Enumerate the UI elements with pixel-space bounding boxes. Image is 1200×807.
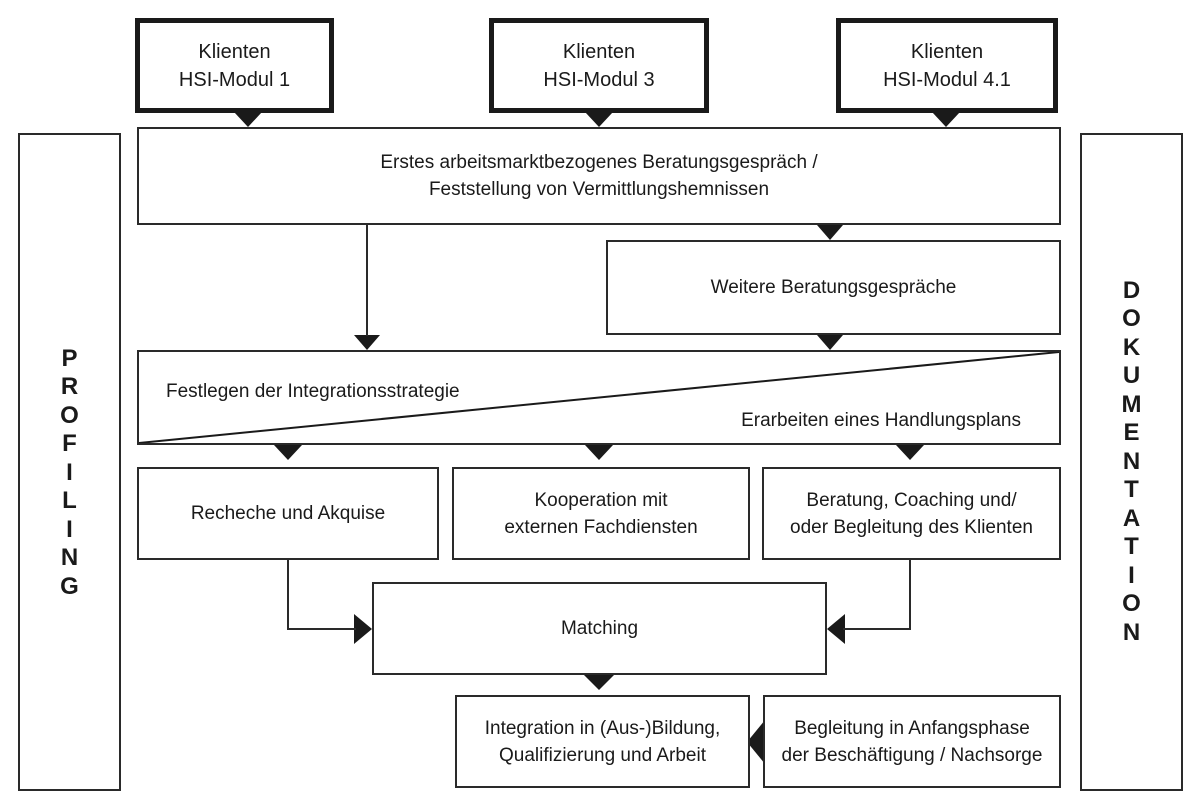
research-text: Recheche und Akquise [190,503,386,524]
aftercare-text: Begleitung in Anfangsphase der Beschäfti… [781,717,1043,766]
cooperation-text: Kooperation mit externen Fachdiensten [504,489,698,538]
diagonal-divider [139,352,1059,443]
strategy-text: Festlegen der Integrationsstrategie [166,381,460,402]
first-consultation-box: Erstes arbeitsmarktbezogenes Beratungsge… [137,127,1061,225]
vertical-letter: N [1122,618,1141,646]
vertical-letter: I [66,515,73,543]
integration-box: Integration in (Aus-)Bildung, Qualifizie… [455,695,750,788]
vertical-letter: L [62,487,77,515]
client-title: Klienten [910,40,984,63]
arrow-to-weitere [817,225,843,240]
client-module: HSI-Modul 3 [543,68,655,91]
vertical-letter: K [1122,333,1141,361]
matching-box: Matching [372,582,827,675]
vertical-letter: N [1122,447,1141,475]
arrow-to-strategy-left [354,335,380,350]
cooperation-box: Kooperation mit externen Fachdiensten [452,467,750,560]
vertical-letter: G [60,572,79,600]
arrow-to-coaching [896,445,924,460]
line-research-to-matching [287,560,356,630]
research-box: Recheche und Akquise [137,467,439,560]
arrow-client1 [234,112,262,127]
vertical-letter: N [60,544,79,572]
vertical-letter: P [61,344,78,372]
vertical-letter: E [1123,419,1140,447]
arrow-aftercare-to-integration [747,720,765,764]
arrow-research-to-matching [354,614,372,644]
arrow-coaching-to-matching [827,614,845,644]
vertical-letter: I [1128,561,1135,589]
integration-text: Integration in (Aus-)Bildung, Qualifizie… [484,717,721,766]
coaching-box: Beratung, Coaching und/ oder Begleitung … [762,467,1061,560]
vertical-letter: A [1122,504,1141,532]
vertical-letter: F [62,430,77,458]
vertical-letter: O [60,401,79,429]
vertical-letter: O [1122,305,1141,333]
arrow-to-integration [584,675,614,690]
vertical-letter: I [66,458,73,486]
arrow-client3 [932,112,960,127]
vertical-letter: M [1121,390,1142,418]
arrow-to-cooperation [585,445,613,460]
client-module: HSI-Modul 1 [178,68,291,91]
further-consultations-box: Weitere Beratungsgespräche [606,240,1061,335]
vertical-letter: O [1122,590,1141,618]
strategy-plan-box: Festlegen der Integrationsstrategie Erar… [137,350,1061,445]
arrow-to-research [274,445,302,460]
vertical-letter: R [60,373,79,401]
line-coaching-to-matching [843,560,911,630]
client-module: HSI-Modul 4.1 [883,68,1011,91]
arrow-to-strategy-right [817,335,843,350]
action-plan-text: Erarbeiten eines Handlungsplans [741,410,1021,431]
first-consultation-text: Erstes arbeitsmarktbezogenes Beratungsge… [380,152,818,200]
aftercare-box: Begleitung in Anfangsphase der Beschäfti… [763,695,1061,788]
further-consultations-text: Weitere Beratungsgespräche [710,277,957,298]
vertical-letter: T [1124,476,1139,504]
matching-text: Matching [560,618,639,639]
client-title: Klienten [198,40,271,63]
client-title: Klienten [562,40,636,63]
vertical-letter: D [1122,276,1141,304]
arrow-client2 [585,112,613,127]
vertical-letter: U [1122,362,1141,390]
vertical-letter: T [1124,533,1139,561]
coaching-text: Beratung, Coaching und/ oder Begleitung … [790,489,1033,538]
